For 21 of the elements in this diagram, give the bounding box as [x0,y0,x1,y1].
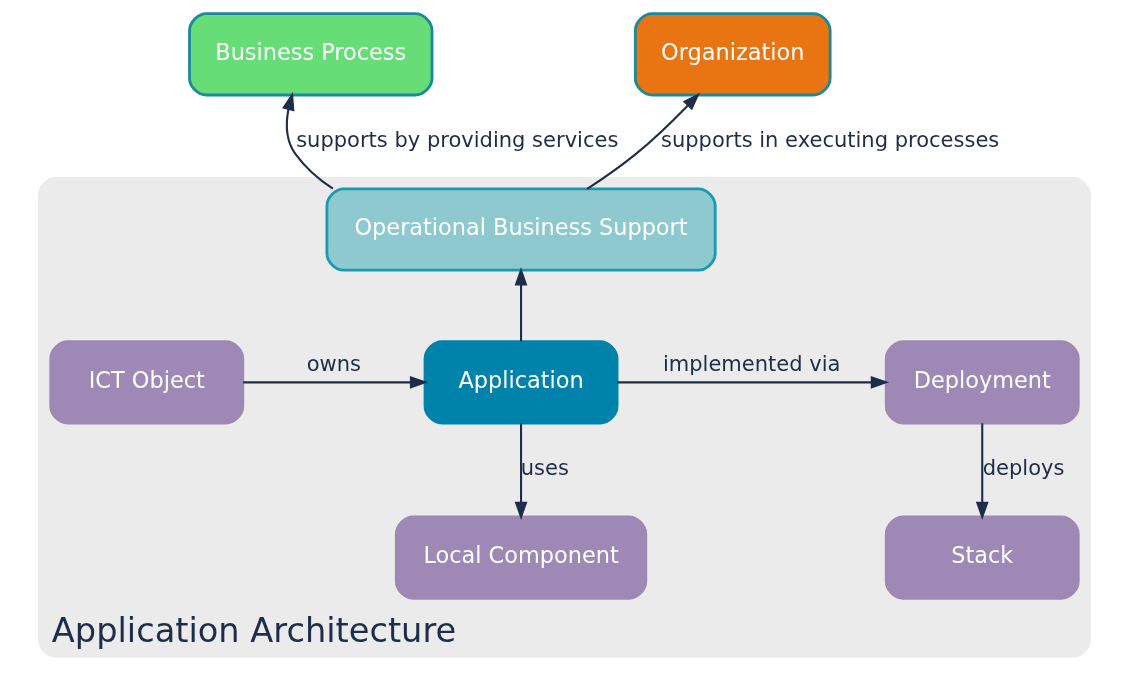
node-box: Application [423,340,619,425]
node-box: Stack [884,515,1080,600]
arrow [514,423,528,520]
node-box: Operational Business Support [325,187,717,272]
arrow [514,267,528,342]
edge-label: uses [520,454,569,480]
node-box: ICT Object [49,340,245,425]
arrow [243,375,429,389]
edge-label: implemented via [662,351,841,377]
node-box: Local Component [394,515,648,600]
edge-label: owns [306,351,362,377]
node-box: Deployment [884,340,1080,425]
edge-label: deploys [982,454,1065,480]
edge-label: supports by providing services [296,126,619,152]
edge-label: supports in executing processes [660,126,1000,152]
arrow [586,92,700,190]
arrow [975,423,989,520]
arrow [282,92,334,190]
arrow [617,375,890,389]
node-box: Organization [633,12,832,97]
node-box: Business Process [188,12,434,97]
